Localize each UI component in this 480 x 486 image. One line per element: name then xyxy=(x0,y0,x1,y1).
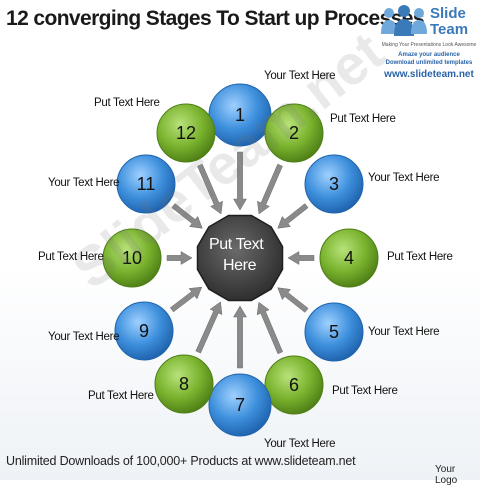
logo-brand-team: Team xyxy=(430,21,469,38)
stage-5-node: 5 xyxy=(304,302,364,362)
logo-promo-download: Download unlimited templates xyxy=(385,60,473,66)
stage-3-label: Your Text Here xyxy=(368,172,440,184)
stage-10-number: 10 xyxy=(122,248,142,268)
stage-5-label: Your Text Here xyxy=(368,326,440,338)
stage-8-number: 8 xyxy=(179,374,189,394)
stage-7-number: 7 xyxy=(235,395,245,415)
stage-8-node: 8 xyxy=(154,354,214,414)
stage-9-label: Your Text Here xyxy=(48,331,120,343)
stage-5-circle xyxy=(304,302,364,362)
stage-12-node: 12 xyxy=(156,103,216,163)
stage-4-number: 4 xyxy=(344,248,354,268)
stage-6-circle xyxy=(264,355,324,415)
stage-3-circle xyxy=(304,154,364,214)
stage-6-arrow xyxy=(256,301,284,355)
stage-4-node: 4 xyxy=(319,228,379,288)
stage-11-node: 11 xyxy=(116,154,176,214)
stage-11-number: 11 xyxy=(137,174,156,194)
stage-12-arrow xyxy=(197,163,223,215)
footer-text: Unlimited Downloads of 100,000+ Products… xyxy=(6,454,356,468)
logo-tagline: Making Your Presentations Look Awesome xyxy=(381,42,477,48)
logo-brand-slide: Slide xyxy=(430,5,466,22)
stage-12-circle xyxy=(156,103,216,163)
center-text-line2: Here xyxy=(223,257,257,274)
stage-10-arrow xyxy=(166,251,193,265)
stage-3-number: 3 xyxy=(329,174,339,194)
stage-1-label: Your Text Here xyxy=(264,70,336,82)
stage-9-circle xyxy=(114,301,174,361)
center-dodecagon xyxy=(196,214,284,302)
stage-9-node: 9 xyxy=(114,301,174,361)
stage-11-circle xyxy=(116,154,176,214)
stage-8-label: Put Text Here xyxy=(88,390,154,402)
stage-7-label: Your Text Here xyxy=(264,438,336,450)
stage-11-label: Your Text Here xyxy=(48,177,120,189)
stage-5-number: 5 xyxy=(329,322,339,342)
stage-7-node: 7 xyxy=(208,373,272,437)
stage-3-node: 3 xyxy=(304,154,364,214)
stage-10-node: 10 xyxy=(102,228,162,288)
stage-4-label: Put Text Here xyxy=(387,251,453,263)
stage-6-label: Put Text Here xyxy=(332,385,398,397)
stage-10-label: Put Text Here xyxy=(38,251,104,263)
stage-11-arrow xyxy=(171,203,203,229)
stage-8-arrow xyxy=(195,301,223,354)
stage-4-arrow xyxy=(287,251,315,265)
stage-3-arrow xyxy=(277,203,309,229)
stage-12-number: 12 xyxy=(176,123,196,143)
stage-10-circle xyxy=(102,228,162,288)
stage-4-circle xyxy=(319,228,379,288)
stage-9-arrow xyxy=(169,286,203,313)
stage-5-arrow xyxy=(277,287,309,313)
stage-2-number: 2 xyxy=(289,123,299,143)
stage-8-circle xyxy=(154,354,214,414)
stage-1-node: 1 xyxy=(208,83,272,147)
center-text-line1: Put Text xyxy=(209,236,264,253)
your-logo-text: Your Logo xyxy=(435,464,458,486)
stage-7-circle xyxy=(208,373,272,437)
stage-12-label: Put Text Here xyxy=(94,97,160,109)
stage-2-node: 2 xyxy=(264,103,324,163)
stage-9-number: 9 xyxy=(139,321,149,341)
slideteam-logo: Slide Team Making Your Presentations Loo… xyxy=(380,2,478,86)
stage-1-arrow xyxy=(233,151,247,211)
stage-6-node: 6 xyxy=(264,355,324,415)
page-title: 12 converging Stages To Start up Process… xyxy=(6,7,425,30)
stage-6-number: 6 xyxy=(289,375,299,395)
logo-promo-amaze: Amaze your audience xyxy=(398,52,460,58)
stage-2-label: Put Text Here xyxy=(330,113,396,125)
stage-1-number: 1 xyxy=(235,105,245,125)
people-logo-icon xyxy=(381,5,427,36)
stage-2-circle xyxy=(264,103,324,163)
logo-url[interactable]: www.slideteam.net xyxy=(384,69,474,80)
stage-2-arrow xyxy=(257,163,283,215)
stage-7-arrow xyxy=(233,305,247,369)
